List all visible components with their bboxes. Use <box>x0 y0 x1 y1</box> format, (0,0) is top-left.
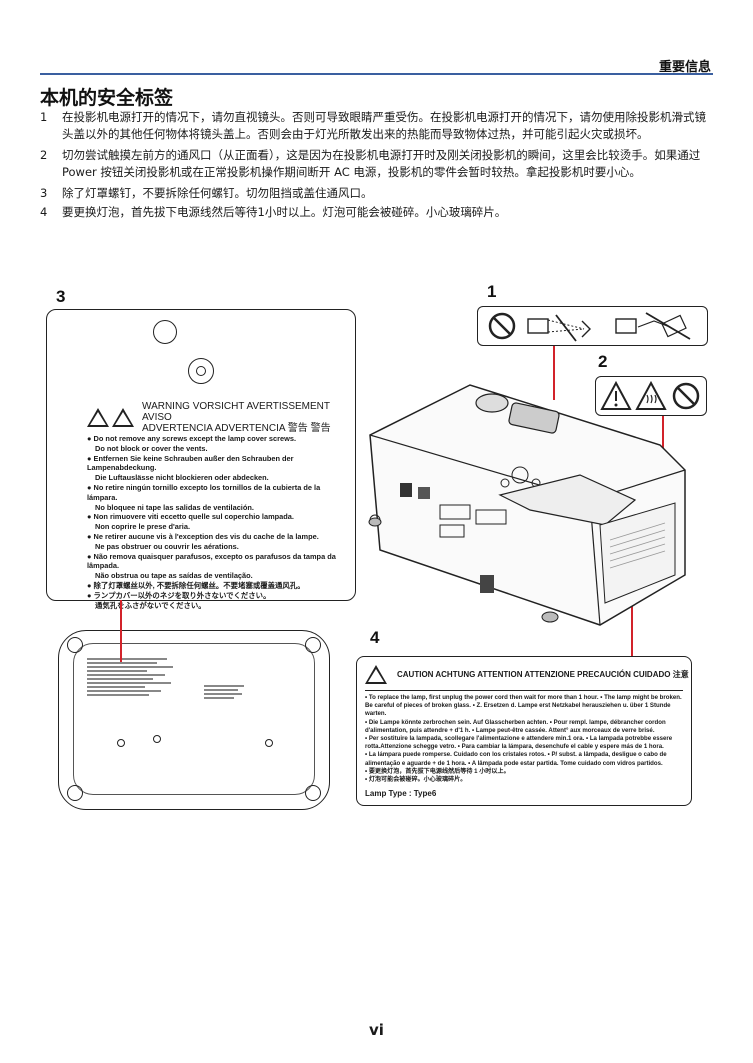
electric-hazard-icon <box>112 408 134 427</box>
projector-bottom-view <box>58 630 330 810</box>
caution-heading-text: CAUTION ACHTUNG ATTENTION ATTENZIONE PRE… <box>397 670 689 679</box>
screw-icon <box>153 735 161 743</box>
caution-line: • Per sostituire la lampada, scollegare … <box>365 735 673 743</box>
caution-text: • To replace the lamp, first unplug the … <box>365 694 685 784</box>
warning-heading-line: ADVERTENCIA ADVERTENCIA 警告 警告 <box>142 423 331 434</box>
leader-line-2 <box>662 414 664 464</box>
warning-label-screws: WARNING VORSICHT AVERTISSEMENT AVISO ADV… <box>46 309 356 610</box>
lens-warning-label <box>477 306 708 346</box>
item-number: 2 <box>40 148 48 162</box>
warning-heading-line: WARNING VORSICHT AVERTISSEMENT AVISO <box>142 401 330 423</box>
page-number: vi <box>369 1021 384 1039</box>
page-title: 本机的安全标签 <box>40 87 174 109</box>
caution-divider <box>365 690 683 691</box>
lamp-caution-label: CAUTION ACHTUNG ATTENTION ATTENZIONE PRE… <box>356 656 692 806</box>
warning-line: Non rimuovere viti eccetto quelle sul co… <box>87 512 349 522</box>
warning-line: Do not remove any screws except the lamp… <box>87 434 349 444</box>
callout-3: 3 <box>56 287 66 306</box>
warning-triangle-icon <box>87 408 109 427</box>
no-touch-icon <box>672 382 700 410</box>
foot-icon <box>67 785 83 801</box>
warning-line: ランプカバー以外のネジを取り外さないでください。 <box>87 591 349 601</box>
foot-icon <box>67 637 83 653</box>
callout-1: 1 <box>487 282 497 301</box>
warning-line: Não remova quaisquer parafusos, excepto … <box>87 552 349 572</box>
caution-line: rotta.Attenzione schegge vetro. • Para c… <box>365 743 664 751</box>
caution-line: • La lámpara puede romperse. Cuidado con… <box>365 751 667 759</box>
no-cover-lens-icon <box>615 312 691 340</box>
leader-line-4 <box>631 580 633 657</box>
no-look-into-lens-icon <box>527 314 591 342</box>
item-number: 4 <box>40 205 48 219</box>
header-divider <box>40 73 713 75</box>
warning-triangle-icon <box>365 665 387 684</box>
list-item: 2 切勿尝试触摸左前方的通风口（从正面看），这是因为在投影机电源打开时及刚关闭投… <box>40 147 716 181</box>
caution-line: • Die Lampe könnte zerbrochen sein. Auf … <box>365 718 666 726</box>
caution-line: • 灯泡可能会被碰碎。小心玻璃碎片。 <box>365 776 467 784</box>
item-number: 3 <box>40 186 48 200</box>
warning-triangle-icon <box>600 380 632 410</box>
leader-line-1 <box>553 344 555 400</box>
foot-icon <box>305 785 321 801</box>
warning-line: Ne retirer aucune vis à l'exception des … <box>87 532 349 542</box>
item-text: 要更换灯泡，首先拔下电源线然后等待1小时以上。灯泡可能会被碰碎。小心玻璃碎片。 <box>62 205 507 219</box>
leader-line-3 <box>120 600 122 662</box>
list-item: 1 在投影机电源打开的情况下，请勿直视镜头。否则可导致眼睛严重受伤。在投影机电源… <box>40 109 716 143</box>
projector-bottom-frame <box>73 643 315 795</box>
warning-line: Ne pas obstruer ou couvrir les aérations… <box>95 541 239 551</box>
screw-hole-icon <box>153 320 177 344</box>
warning-line: No retire ningún tornillo excepto los to… <box>87 483 349 503</box>
hot-surface-icon <box>635 380 667 410</box>
callout-2: 2 <box>598 352 608 371</box>
warning-line: Do not block or cover the vents. <box>95 443 208 453</box>
item-text: 切勿尝试触摸左前方的通风口（从正面看），这是因为在投影机电源打开时及刚关闭投影机… <box>62 148 701 179</box>
list-item: 4 要更换灯泡，首先拔下电源线然后等待1小时以上。灯泡可能会被碰碎。小心玻璃碎片… <box>40 204 716 221</box>
screw-icon <box>188 358 214 384</box>
warning-line: No bloquee ni tape las salidas de ventil… <box>95 502 254 512</box>
caution-heading: CAUTION ACHTUNG ATTENTION ATTENZIONE PRE… <box>365 665 689 684</box>
prohibited-icon <box>488 312 516 340</box>
caution-line: d'alimentation, puis attendre + d'1 h. •… <box>365 726 655 734</box>
warning-line: Non coprire le prese d'aria. <box>95 522 190 532</box>
hot-surface-label <box>595 376 707 416</box>
caution-line: Be careful of pieces of broken glass. • … <box>365 702 671 718</box>
warning-heading: WARNING VORSICHT AVERTISSEMENT AVISO ADV… <box>87 401 355 434</box>
screw-icon <box>265 739 273 747</box>
caution-line: • To replace the lamp, first unplug the … <box>365 694 682 701</box>
lamp-type: Lamp Type : Type6 <box>365 789 437 798</box>
item-text: 在投影机电源打开的情况下，请勿直视镜头。否则可导致眼睛严重受伤。在投影机电源打开… <box>62 110 706 141</box>
warning-text: Do not remove any screws except the lamp… <box>87 434 349 610</box>
warning-line: Entfernen Sie keine Schrauben außer den … <box>87 454 349 474</box>
callout-4: 4 <box>370 628 380 647</box>
header-section-label: 重要信息 <box>658 60 711 75</box>
warning-line: 除了灯罩螺丝以外, 不要拆除任何螺丝。不要堵塞或覆盖通风孔。 <box>87 581 349 591</box>
foot-icon <box>305 637 321 653</box>
mini-rating-label <box>204 683 249 747</box>
warning-line: Die Luftauslässe nicht blockieren oder a… <box>95 473 269 483</box>
item-text: 除了灯罩螺钉，不要拆除任何螺钉。切勿阻挡或盖住通风口。 <box>62 186 373 200</box>
instruction-list: 1 在投影机电源打开的情况下，请勿直视镜头。否则可导致眼睛严重受伤。在投影机电源… <box>40 109 716 225</box>
projector-illustration <box>368 384 686 626</box>
list-item: 3 除了灯罩螺钉，不要拆除任何螺钉。切勿阻挡或盖住通风口。 <box>40 185 716 202</box>
screw-icon <box>117 739 125 747</box>
mini-warning-label <box>87 656 177 720</box>
warning-line: 通気孔をふさがないでください。 <box>95 600 206 610</box>
warning-line: Não obstrua ou tape as saídas de ventila… <box>95 571 253 581</box>
caution-line: • 要更换灯泡，首先拔下电源线然后等待 1 小时以上。 <box>365 767 510 775</box>
item-number: 1 <box>40 110 48 124</box>
caution-line: alimentação e aguarde + de 1 hora. • A l… <box>365 759 663 767</box>
